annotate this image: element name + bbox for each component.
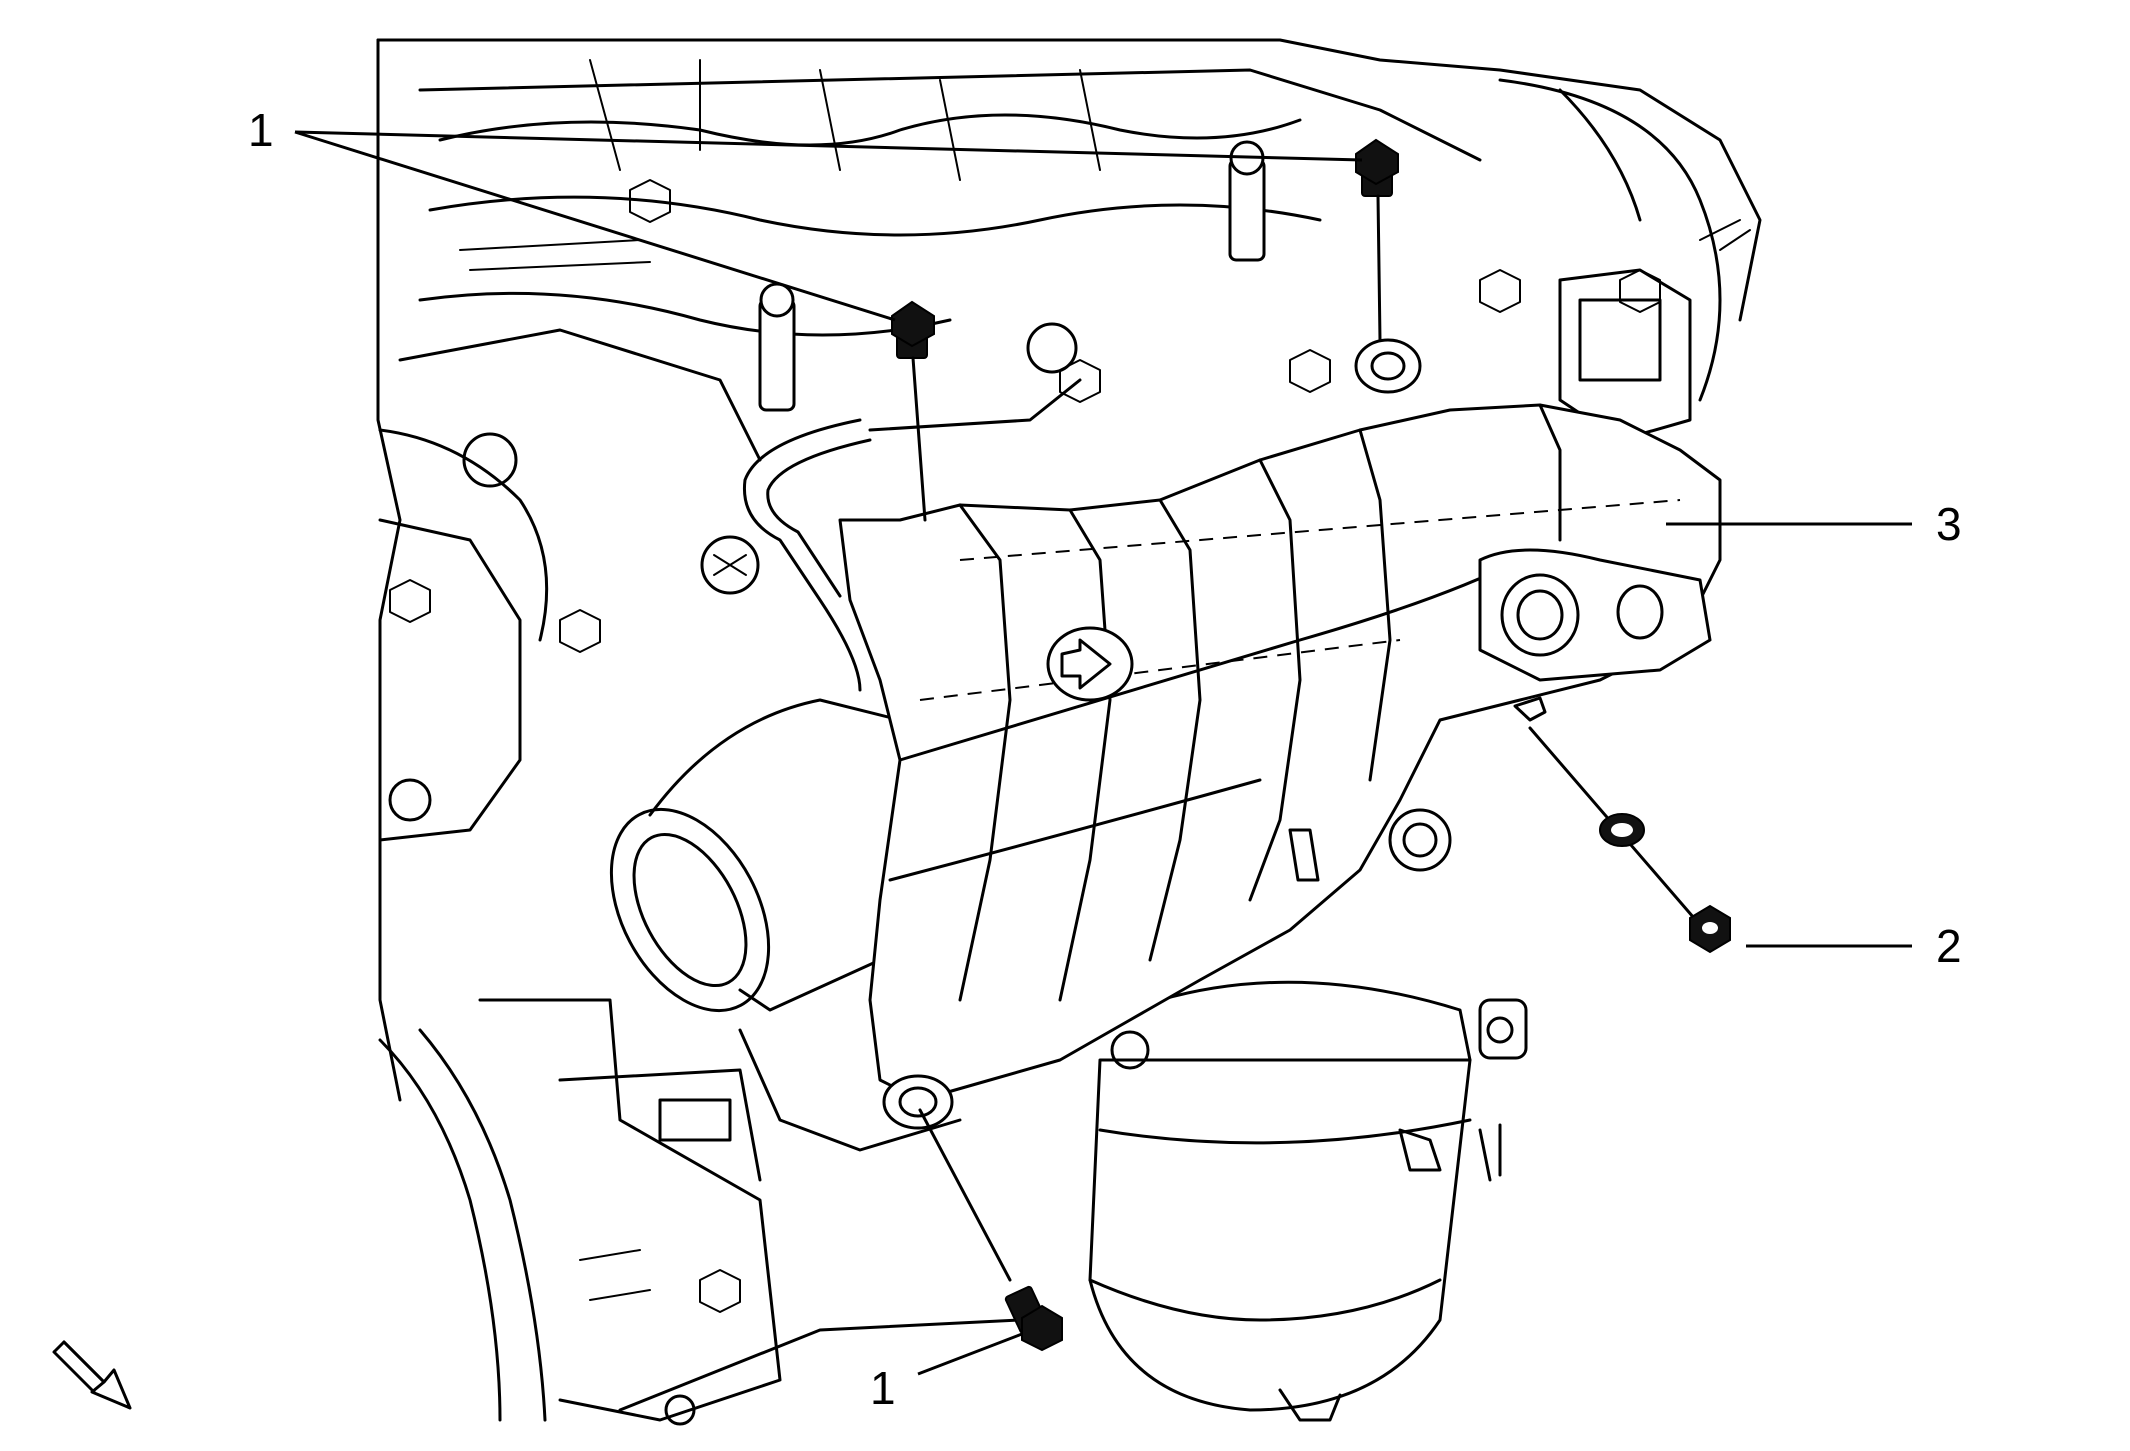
fasteners bbox=[891, 138, 1731, 1352]
catalytic-converter bbox=[1088, 980, 1528, 1422]
arrow-icon bbox=[52, 1340, 132, 1410]
leader-lines bbox=[294, 130, 1912, 1376]
bolt-middle bbox=[891, 300, 935, 522]
callout-2: 2 bbox=[1936, 920, 1962, 972]
heat-shield bbox=[838, 338, 1722, 1130]
callout-labels: 1 3 2 1 bbox=[248, 104, 1962, 1414]
callout-1-top: 1 bbox=[248, 104, 274, 156]
callout-1-bottom: 1 bbox=[870, 1362, 896, 1414]
nut-and-washer bbox=[1513, 696, 1731, 954]
turbo-outlet bbox=[609, 696, 1022, 1152]
engine-block bbox=[376, 38, 1762, 1426]
callout-3: 3 bbox=[1936, 498, 1962, 550]
bolt-bottom bbox=[918, 1108, 1063, 1352]
bolt-top-right bbox=[1355, 138, 1399, 342]
